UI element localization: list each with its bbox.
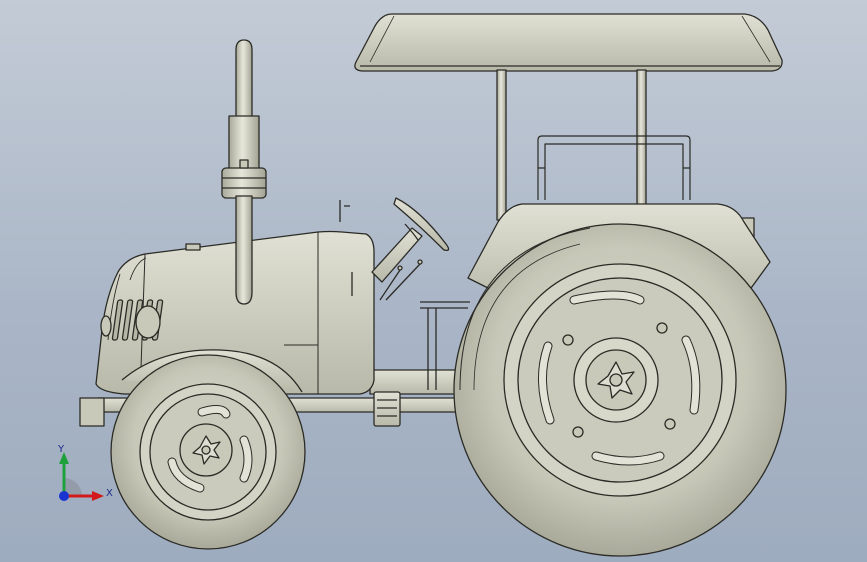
engine-hood xyxy=(95,230,375,397)
x-axis-label: X xyxy=(106,488,113,499)
rops-frame xyxy=(496,69,647,221)
steering xyxy=(339,197,450,301)
exhaust-stack xyxy=(221,39,267,305)
rear-wheel xyxy=(453,223,787,557)
z-axis-dot xyxy=(59,491,69,501)
step xyxy=(373,391,401,427)
y-axis-label: Y xyxy=(57,444,65,455)
canopy xyxy=(354,13,783,72)
triad-plane xyxy=(64,478,82,496)
x-arrow-icon xyxy=(92,491,104,501)
seat-support xyxy=(420,301,470,390)
front-wheel xyxy=(110,349,306,550)
coordinate-triad-icon: Y X xyxy=(57,444,113,501)
y-arrow-icon xyxy=(59,452,69,464)
rear-rail xyxy=(537,135,691,200)
